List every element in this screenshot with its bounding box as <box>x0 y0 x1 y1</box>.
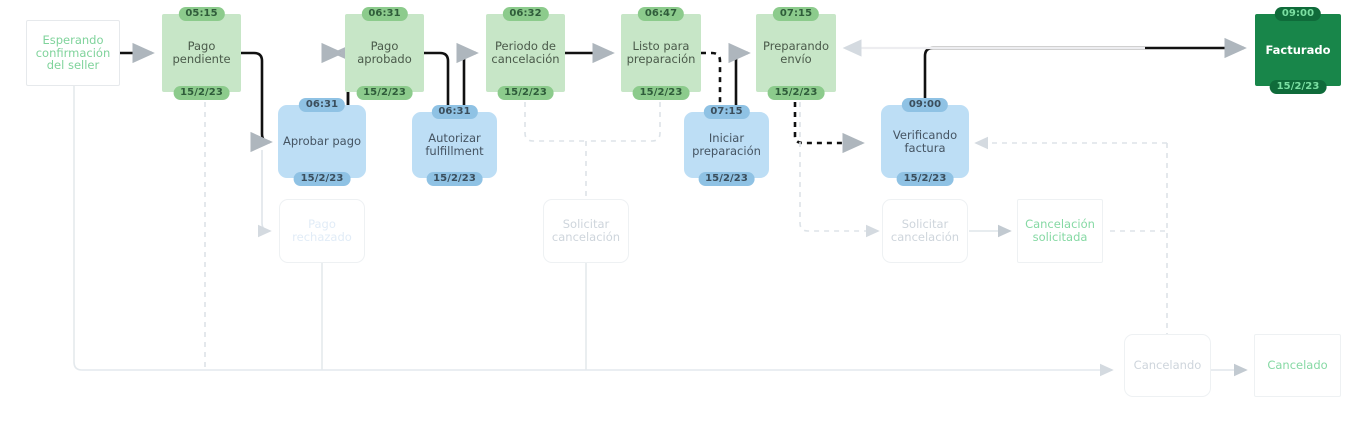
node-time-badge: 06:31 <box>361 7 408 22</box>
node-label: Periodo de cancelación <box>491 39 560 66</box>
node-time-badge: 06:32 <box>502 7 549 22</box>
node-date-badge: 15/2/23 <box>698 171 755 186</box>
node-date-badge: 15/2/23 <box>632 85 690 100</box>
node-time-badge: 06:31 <box>431 105 478 120</box>
node-label: Listo para preparación <box>626 39 696 66</box>
node-time-badge: 05:15 <box>178 7 225 22</box>
node-iniciar-preparacion[interactable]: 07:15 Iniciar preparación 15/2/23 <box>684 105 769 186</box>
node-label: Pago rechazado <box>292 217 352 244</box>
node-label: Pago aprobado <box>357 39 412 66</box>
node-solicitar-cancelacion-right[interactable]: Solicitar cancelación <box>882 199 968 263</box>
node-date-badge: 15/2/23 <box>1269 79 1327 94</box>
node-date-badge: 15/2/23 <box>896 171 954 186</box>
node-date-badge: 15/2/23 <box>293 171 351 186</box>
node-time-badge: 07:15 <box>772 7 820 22</box>
node-time-badge: 06:31 <box>298 98 346 113</box>
node-label: Iniciar preparación <box>692 131 761 158</box>
node-esperando-confirmacion-del-seller[interactable]: Esperando confirmación del seller <box>26 20 120 86</box>
node-label: Solicitar cancelación <box>890 217 960 244</box>
node-label: Preparando envío <box>762 39 830 66</box>
node-label: Cancelado <box>1267 358 1328 373</box>
node-label: Verificando factura <box>892 127 958 155</box>
node-solicitar-cancelacion-mid[interactable]: Solicitar cancelación <box>543 199 629 263</box>
node-label: Autorizar fulfillment <box>425 131 484 158</box>
node-label: Cancelando <box>1133 358 1202 373</box>
node-cancelando[interactable]: Cancelando <box>1124 334 1211 397</box>
node-label: Aprobar pago <box>282 134 362 149</box>
node-date-badge: 15/2/23 <box>356 85 413 100</box>
node-label: Cancelación solicitada <box>1025 217 1095 244</box>
node-date-badge: 15/2/23 <box>767 85 825 100</box>
node-date-badge: 15/2/23 <box>497 85 554 100</box>
node-date-badge: 15/2/23 <box>426 171 483 186</box>
node-periodo-de-cancelacion[interactable]: 06:32 Periodo de cancelación 15/2/23 <box>486 7 565 100</box>
node-verificando-factura[interactable]: 09:00 Verificando factura 15/2/23 <box>881 98 969 186</box>
node-pago-pendiente[interactable]: 05:15 Pago pendiente 15/2/23 <box>162 7 241 100</box>
node-time-badge: 06:47 <box>637 7 685 22</box>
node-facturado[interactable]: 09:00 Facturado 15/2/23 <box>1255 7 1341 94</box>
node-autorizar-fulfillment[interactable]: 06:31 Autorizar fulfillment 15/2/23 <box>412 105 497 186</box>
node-time-badge: 09:00 <box>901 98 949 113</box>
node-date-badge: 15/2/23 <box>173 85 230 100</box>
node-listo-para-preparacion[interactable]: 06:47 Listo para preparación 15/2/23 <box>621 7 701 100</box>
node-time-badge: 09:00 <box>1274 7 1322 22</box>
node-label: Facturado <box>1265 42 1331 57</box>
node-pago-rechazado[interactable]: Pago rechazado <box>279 199 365 263</box>
node-time-badge: 07:15 <box>703 105 750 120</box>
node-aprobar-pago[interactable]: 06:31 Aprobar pago 15/2/23 <box>278 98 366 186</box>
node-label: Solicitar cancelación <box>551 217 621 244</box>
node-preparando-envio[interactable]: 07:15 Preparando envío 15/2/23 <box>756 7 836 100</box>
node-cancelacion-solicitada[interactable]: Cancelación solicitada <box>1017 199 1103 263</box>
node-cancelado[interactable]: Cancelado <box>1254 334 1341 397</box>
node-label: Pago pendiente <box>172 39 231 66</box>
node-pago-aprobado[interactable]: 06:31 Pago aprobado 15/2/23 <box>345 7 424 100</box>
node-label: Esperando confirmación del seller <box>35 32 111 73</box>
